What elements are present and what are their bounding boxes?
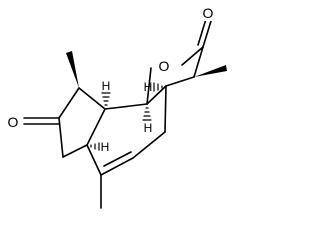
bond-c6-c6a <box>86 144 102 176</box>
bond-c3a-c9b <box>146 85 167 105</box>
lactone-carbonyl-oxygen-label: O <box>203 5 214 21</box>
hash-c9a-h <box>101 92 111 106</box>
bond-c3-c3a <box>165 76 195 87</box>
hydrogen-c3a-label: H <box>144 80 153 94</box>
hash-c6a-h <box>90 142 100 151</box>
ring-oxygen-label: O <box>159 58 170 74</box>
bond-c2-o-double-a <box>202 20 212 48</box>
bond-c2-c3 <box>193 46 204 78</box>
bond-c5-c6-double <box>103 151 132 167</box>
bond-o1-c2 <box>181 46 204 66</box>
hydrogen-c9b-label: H <box>144 121 153 135</box>
ketone-carbonyl-oxygen-label: O <box>8 114 19 130</box>
bond-c9a-c9 <box>78 87 106 110</box>
wedge-c3-methyl <box>194 65 227 77</box>
bond-c6a-c9a <box>86 108 106 146</box>
hydrogen-c9a-label: H <box>102 79 111 93</box>
hydrogen-c6a-label: H <box>101 140 110 154</box>
bond-c7-c6a <box>62 144 88 158</box>
bond-c9b-o1 <box>146 67 152 105</box>
hash-c9b-h <box>142 107 152 121</box>
bond-c9a-c9b <box>104 103 148 110</box>
wedge-c9-methyl <box>66 51 79 88</box>
molecule-structure: O O O H H H H <box>7 5 227 209</box>
bond-c8-c7 <box>58 117 64 158</box>
bond-c9-c8 <box>58 87 80 119</box>
bond-c4-c5 <box>132 131 166 159</box>
hash-c3a-h <box>153 82 163 92</box>
bond-c5-c6 <box>100 157 134 176</box>
bond-c2-o-double-b <box>197 18 207 46</box>
bond-c3a-c4 <box>164 85 167 133</box>
